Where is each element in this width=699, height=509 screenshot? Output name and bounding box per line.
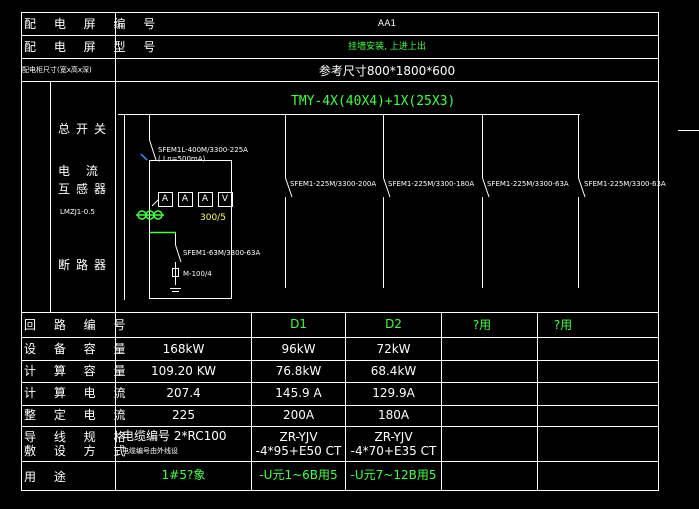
main-switch-label: 总开关 — [58, 122, 113, 136]
row-label-circuit: 回 路 编 号 — [24, 318, 133, 332]
feeder-3-breaker: SFEM1-225M/3300-63A — [487, 180, 569, 188]
d2-cable-2: -4*70+E35 CT — [350, 444, 437, 458]
meter-model: M-100/4 — [183, 270, 212, 278]
circuit-d2: D2 — [385, 317, 402, 331]
ct-label-2: 互感器 — [58, 182, 113, 196]
main-breaker-model: SFEM1L-400M/3300-225A — [158, 146, 248, 154]
feeder-4-breaker: SFEM1-225M/3300-63A — [584, 180, 666, 188]
meter-a1: A — [161, 194, 169, 204]
row-label-capacity: 设 备 容 量 — [24, 342, 133, 356]
main-breaker-rating: ( I n=500mA) — [158, 155, 206, 163]
panel-model: 挂墙安装, 上进上出 — [348, 42, 426, 52]
d1-setting: 200A — [282, 408, 315, 422]
d1-current: 145.9 A — [275, 386, 322, 400]
circuit-spare-1: ?用 — [472, 318, 492, 332]
panel-number: AA1 — [377, 19, 397, 29]
panel-size: 参考尺寸800*1800*600 — [318, 64, 456, 78]
row-label-calc: 计 算 容 量 — [24, 364, 133, 378]
busbar-label: TMY-4X(40X4)+1X(25X3) — [291, 94, 456, 109]
circuit-d1: D1 — [290, 317, 307, 331]
header-row3-label: 配电柜尺寸(宽x高x深) — [22, 66, 92, 74]
feeder-1-breaker: SFEM1-225M/3300-200A — [290, 180, 377, 188]
d1-usage: -U元1~6B用5 — [259, 468, 338, 482]
ct-ratio: 300/5 — [200, 213, 226, 223]
header-row1-label: 配 电 屏 编 号 — [24, 17, 163, 31]
row-label-current: 计 算 电 流 — [24, 386, 133, 400]
outer-frame — [21, 12, 659, 491]
d2-usage: -U元7~12B用5 — [350, 468, 437, 482]
row-label-cable: 导 线 规 格 — [24, 430, 133, 444]
d2-current: 129.9A — [372, 386, 415, 400]
breaker-label: 断路器 — [58, 258, 113, 272]
ct-model: LMZJ1-0.5 — [60, 208, 95, 216]
circuit-spare-2: ?用 — [553, 318, 573, 332]
header-row2-label: 配 电 屏 型 号 — [24, 40, 163, 54]
main-calc: 109.20 KW — [150, 364, 217, 378]
feeder-2-breaker: SFEM1-225M/3300-180A — [388, 180, 475, 188]
d2-cable-1: ZR-YJV — [374, 430, 413, 444]
row-label-setting: 整 定 电 流 — [24, 408, 133, 422]
meter-v: V — [221, 194, 229, 204]
aux-breaker-model: SFEM1-63M/3300-63A — [183, 249, 261, 257]
main-capacity: 168kW — [162, 342, 205, 356]
main-usage: 1#5?象 — [161, 468, 206, 482]
main-cable-1: 电缆编号 2*RC100 — [122, 429, 227, 443]
main-current: 207.4 — [166, 386, 201, 400]
main-setting: 225 — [172, 408, 195, 422]
d2-calc: 68.4kW — [370, 364, 417, 378]
meter-a2: A — [181, 194, 189, 204]
row-label-laying: 敷 设 方 式 — [24, 444, 133, 458]
d1-cable-1: ZR-YJV — [279, 430, 318, 444]
d1-calc: 76.8kW — [275, 364, 322, 378]
d1-cable-2: -4*95+E50 CT — [255, 444, 342, 458]
row-label-usage: 用 途 — [24, 470, 73, 484]
d1-capacity: 96kW — [281, 342, 316, 356]
d2-setting: 180A — [377, 408, 410, 422]
ct-label-1: 电 流 — [58, 164, 104, 178]
meter-a3: A — [201, 194, 209, 204]
main-cable-2: 电缆编号由外线设 — [122, 447, 178, 455]
d2-capacity: 72kW — [376, 342, 411, 356]
